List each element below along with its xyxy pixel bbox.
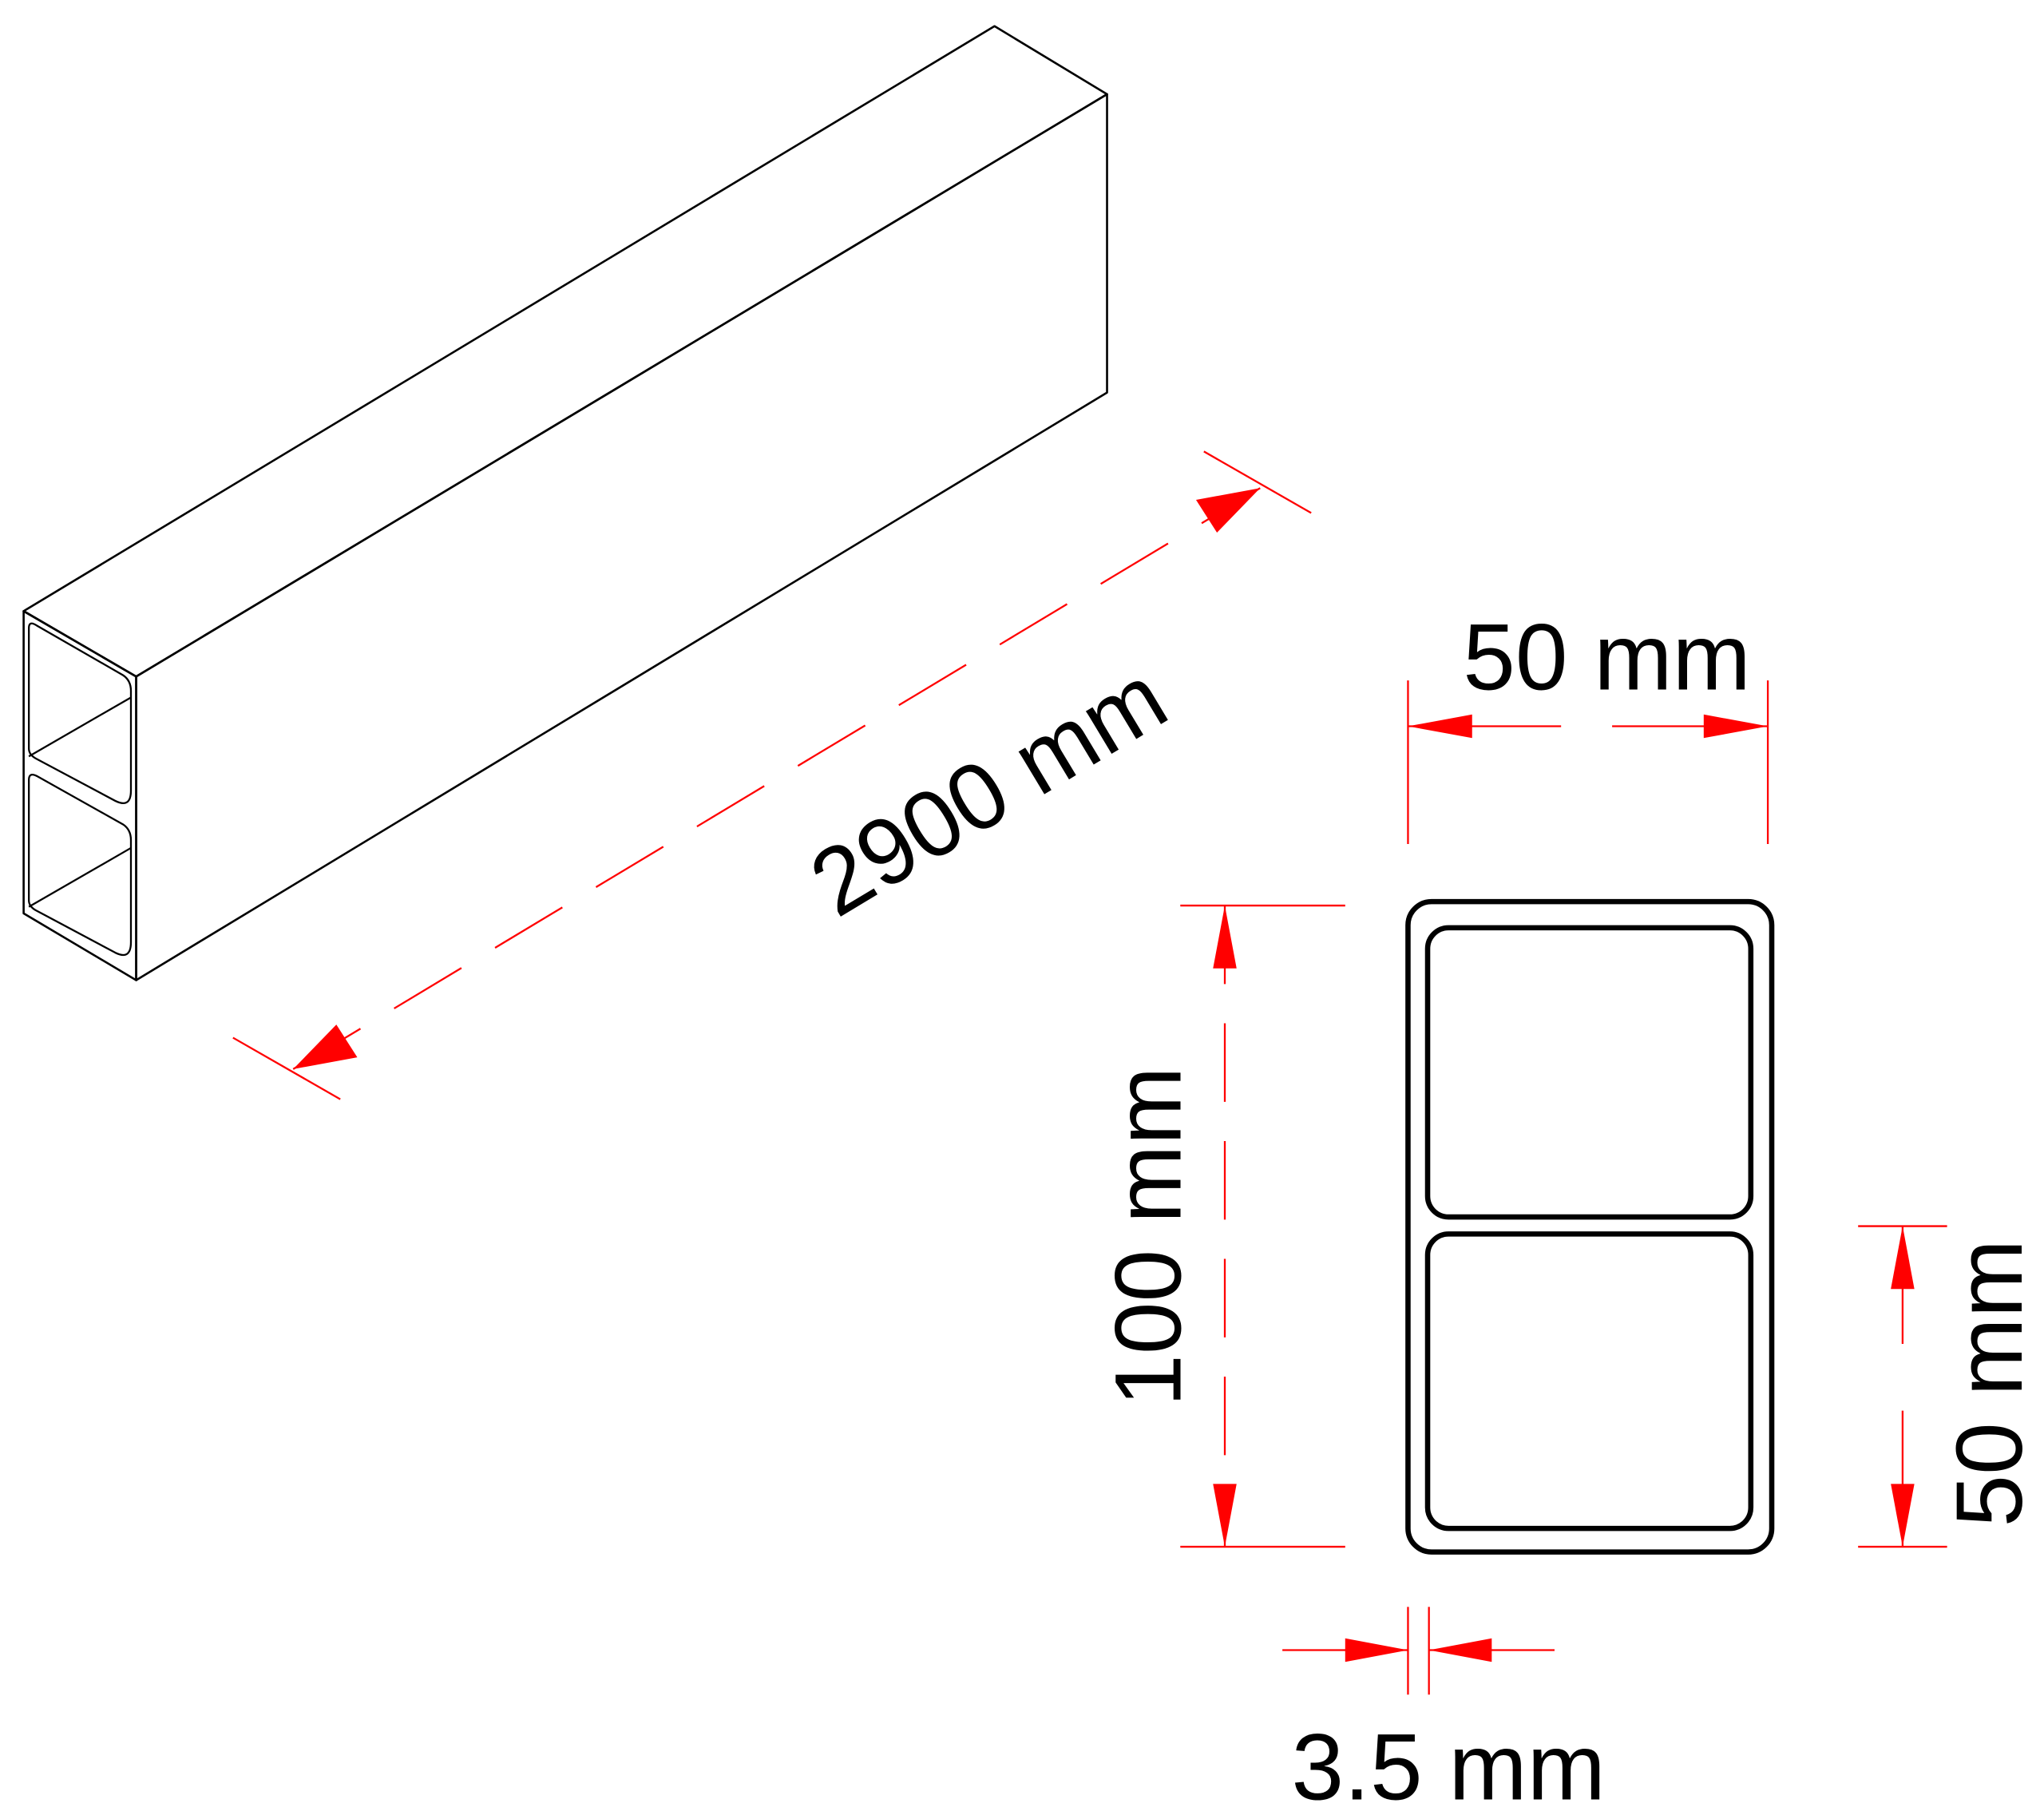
wall-thickness-dimension: 3.5 mm [1282,1607,1606,1815]
profile-outer [1405,898,1775,1555]
beam-top-face [22,25,1108,678]
profile-cell-upper [1424,925,1754,1220]
height-label: 100 mm [1095,1067,1201,1407]
width-dimension: 50 mm [1407,605,1769,845]
beam-cell-upper [28,622,133,804]
beam-cell-lower [28,774,133,957]
cell-height-label: 50 mm [1937,1239,2042,1528]
height-dimension: 100 mm [1095,904,1345,1548]
cell-height-dimension: 50 mm [1858,1225,2042,1548]
length-label: 2900 mm [793,644,1184,937]
isometric-beam [22,25,1108,981]
length-dimension: 2900 mm [232,450,1312,1100]
width-label: 50 mm [1463,605,1751,711]
wall-thickness-label: 3.5 mm [1292,1714,1606,1815]
arrowhead [1195,488,1261,533]
beam-front-face [22,610,137,981]
cross-section [1405,898,1775,1555]
beam-cell-lower-depth [28,846,132,908]
arrowhead [293,1024,358,1069]
beam-cell-upper-depth [28,696,132,758]
profile-cell-lower [1424,1231,1754,1532]
